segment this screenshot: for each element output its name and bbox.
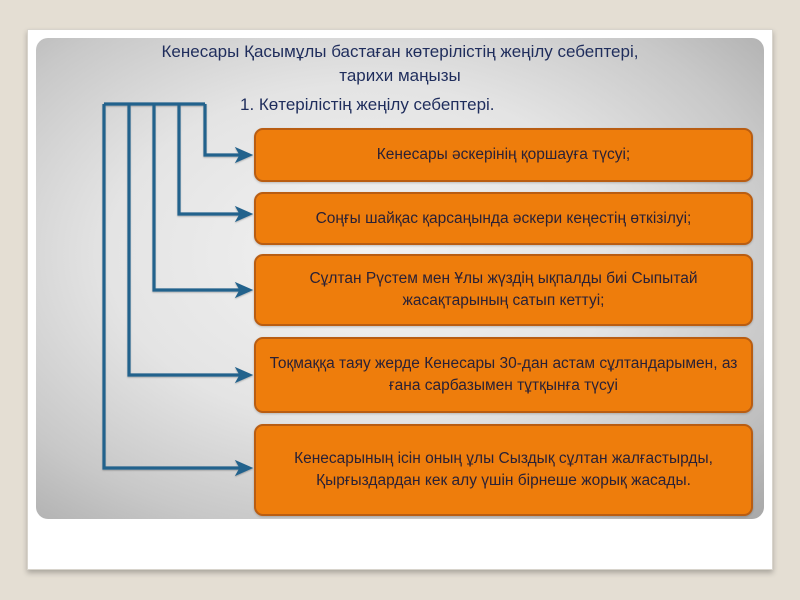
- slide-title-line-1: Кенесары Қасымұлы бастаған көтерілістің …: [161, 42, 639, 61]
- cause-text-3: Сұлтан Рүстем мен Ұлы жүздің ықпалды биі…: [309, 270, 698, 309]
- connector-line-2: [177, 104, 242, 216]
- arrow-head-icon: [234, 205, 254, 223]
- cause-text-4: Тоқмаққа таяу жерде Кенесары 30-дан аста…: [269, 355, 738, 394]
- cause-box-5: Кенесарының ісін оның ұлы Сыздық сұлтан …: [254, 424, 753, 516]
- cause-box-1: Кенесары әскерінің қоршауға түсуі;: [254, 128, 753, 182]
- arrow-head-icon: [234, 366, 254, 384]
- slide-title-line-2: тарихи маңызы: [339, 66, 461, 85]
- cause-box-4: Тоқмаққа таяу жерде Кенесары 30-дан аста…: [254, 337, 753, 413]
- connector-line-1: [203, 104, 242, 157]
- cause-text-5: Кенесарының ісін оның ұлы Сыздық сұлтан …: [294, 450, 713, 489]
- arrow-head-icon: [234, 281, 254, 299]
- connector-line-4: [127, 104, 242, 377]
- arrow-head-icon: [234, 146, 254, 164]
- cause-text-1: Кенесары әскерінің қоршауға түсуі;: [376, 146, 631, 163]
- slide-title: Кенесары Қасымұлы бастаған көтерілістің …: [36, 40, 764, 88]
- cause-box-2: Соңғы шайқас қарсаңында әскери кеңестің …: [254, 192, 753, 245]
- section-heading: 1. Көтерілістің жеңілу себептері.: [240, 95, 495, 114]
- cause-box-3: Сұлтан Рүстем мен Ұлы жүздің ықпалды биі…: [254, 254, 753, 326]
- cause-text-2: Соңғы шайқас қарсаңында әскери кеңестің …: [315, 209, 692, 227]
- connector-line-5: [102, 104, 242, 470]
- connector-line-3: [152, 104, 242, 292]
- arrow-head-icon: [234, 459, 254, 477]
